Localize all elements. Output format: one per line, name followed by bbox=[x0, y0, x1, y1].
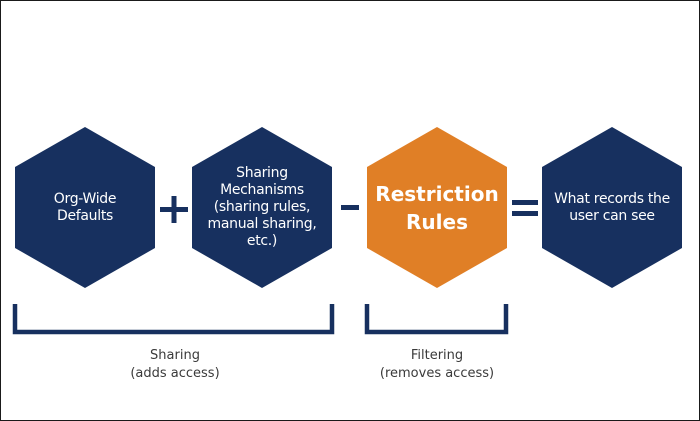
hexagon-sharing-mechanisms bbox=[192, 127, 332, 288]
plus-operator-icon bbox=[160, 196, 188, 223]
node-label-visible-records: What records the user can see bbox=[554, 190, 670, 224]
bracket-sharing bbox=[12, 304, 335, 335]
node-label-org-wide-defaults: Org-Wide Defaults bbox=[53, 190, 117, 224]
node-label-restriction-rules: Restriction Rules bbox=[375, 181, 499, 234]
caption-filtering: Filtering (removes access) bbox=[379, 348, 495, 381]
node-label-sharing-mechanisms: Sharing Mechanisms (sharing rules, manua… bbox=[207, 165, 317, 249]
equals-operator-icon bbox=[512, 200, 538, 216]
hexagon-restriction-rules bbox=[367, 127, 507, 288]
bracket-filtering bbox=[364, 304, 509, 335]
hexagon-org-wide-defaults bbox=[15, 127, 155, 288]
minus-operator-icon bbox=[341, 205, 359, 210]
caption-sharing: Sharing (adds access) bbox=[130, 348, 220, 381]
hexagon-visible-records bbox=[542, 127, 682, 288]
